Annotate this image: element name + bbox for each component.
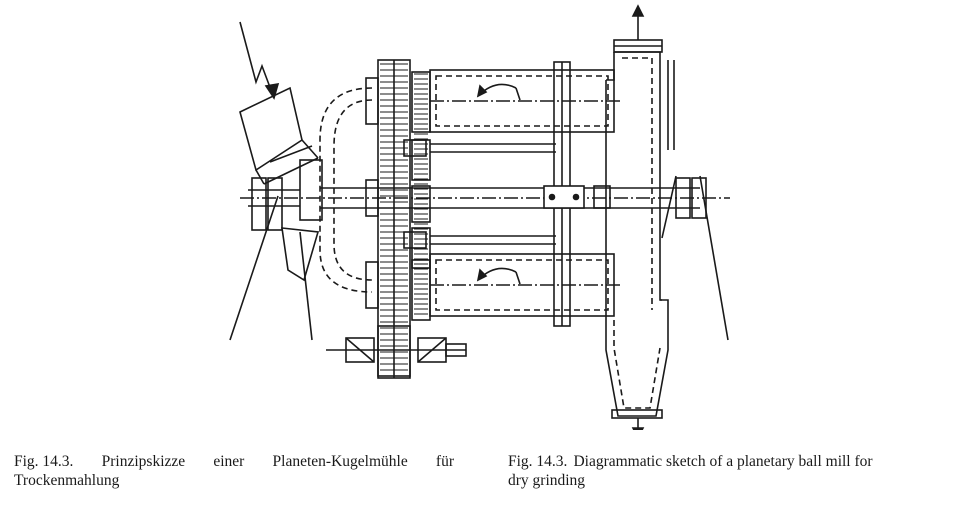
- left-support-stand: [229, 195, 320, 341]
- caption-english-line2: dry grinding: [508, 472, 586, 489]
- feed-housing-dashed: [319, 87, 373, 293]
- upper-grinding-drum: [429, 69, 620, 133]
- feed-hopper: [239, 86, 319, 185]
- planetary-ball-mill-diagram: [229, 4, 730, 430]
- product-outlet-arrow: [631, 418, 645, 430]
- planet-carrier: [543, 61, 611, 327]
- feed-arrow: [239, 21, 280, 100]
- outlet-housing: [605, 39, 675, 419]
- air-outlet-arrow: [631, 4, 645, 40]
- main-shaft: [240, 187, 730, 209]
- left-bearing: [248, 159, 323, 231]
- planet-gears: [411, 71, 431, 321]
- connecting-shafts: [403, 139, 556, 249]
- caption-english-label: Fig. 14.3.: [508, 453, 568, 470]
- central-gear: [377, 59, 411, 379]
- right-bearing: [661, 175, 729, 341]
- caption-german-line2: Trockenmahlung: [14, 472, 120, 489]
- lower-grinding-drum: [429, 253, 620, 317]
- drive-pinion: [326, 325, 467, 377]
- caption-german-line1: Fig. 14.3. Prinzipskizze einer Planeten-…: [14, 453, 454, 470]
- left-flanges: [365, 77, 379, 309]
- caption-german-label: Fig. 14.3.: [14, 453, 74, 470]
- caption-english: Fig. 14.3.Diagrammatic sketch of a plane…: [508, 452, 968, 490]
- caption-english-line1: Fig. 14.3.Diagrammatic sketch of a plane…: [508, 453, 873, 470]
- caption-german: Fig. 14.3. Prinzipskizze einer Planeten-…: [14, 452, 454, 490]
